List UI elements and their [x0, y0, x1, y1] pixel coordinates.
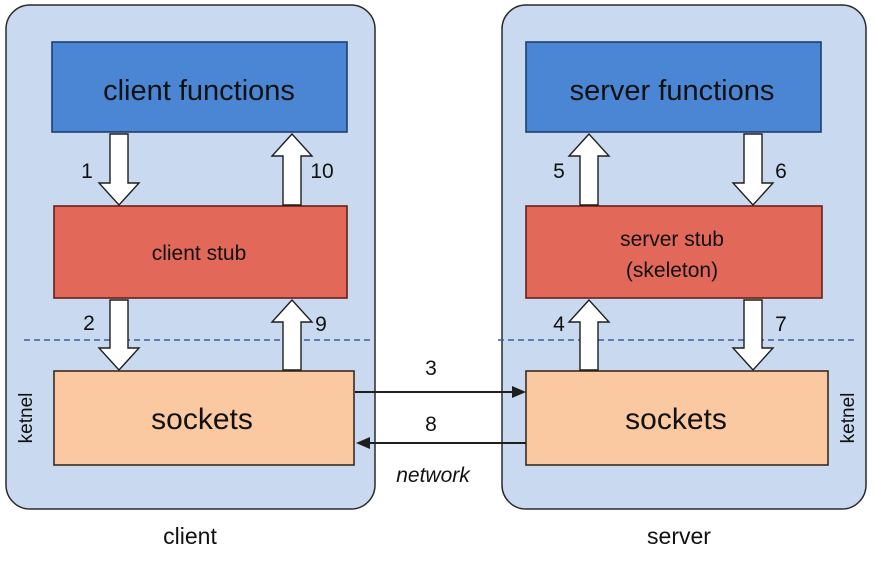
step-8-label: 8: [425, 413, 437, 436]
server-functions-label: server functions: [570, 75, 775, 107]
server-sockets-label: sockets: [625, 403, 727, 436]
step-7-label: 7: [775, 313, 787, 336]
step-10-arrow-up: [270, 132, 314, 206]
step-5-arrow-up: [567, 132, 611, 206]
step-2-arrow-down: [97, 299, 141, 372]
server-pane: server functions server stub (skeleton) …: [498, 4, 867, 510]
step-1-arrow-down: [97, 133, 141, 207]
client-sockets-box: [53, 370, 355, 466]
server-kernel-label: ketnel: [838, 393, 859, 444]
step-10-label: 10: [310, 160, 333, 183]
server-stub-box: [525, 205, 823, 299]
step-3-arrowhead: [512, 386, 526, 398]
server-functions-box: [525, 41, 822, 133]
server-stub-label-line2: (skeleton): [626, 259, 718, 282]
network-links: 3 8 network: [355, 357, 526, 487]
step-8-arrowhead: [356, 437, 370, 449]
step-7-arrow-down: [731, 299, 775, 372]
step-3-label: 3: [425, 357, 437, 380]
client-stub-label: client stub: [152, 242, 247, 265]
step-1-label: 1: [81, 160, 93, 183]
client-pane: client functions client stub sockets ket…: [5, 4, 376, 510]
client-functions-label: client functions: [103, 75, 295, 107]
client-functions-box: [51, 41, 348, 133]
step-4-label: 4: [553, 313, 565, 336]
step-5-label: 5: [553, 160, 565, 183]
step-9-label: 9: [315, 313, 327, 336]
step-2-label: 2: [83, 312, 95, 335]
step-4-arrow-up: [567, 298, 611, 371]
client-caption: client: [163, 523, 217, 549]
client-kernel-label: ketnel: [16, 393, 37, 444]
step-6-arrow-down: [731, 133, 775, 207]
server-sockets-box: [525, 370, 829, 466]
step-6-label: 6: [775, 160, 787, 183]
client-stub-box: [53, 205, 348, 299]
network-label: network: [396, 464, 471, 487]
client-sockets-label: sockets: [151, 403, 253, 436]
server-caption: server: [647, 523, 711, 549]
server-stub-label-line1: server stub: [620, 228, 724, 251]
step-9-arrow-up: [270, 298, 314, 371]
